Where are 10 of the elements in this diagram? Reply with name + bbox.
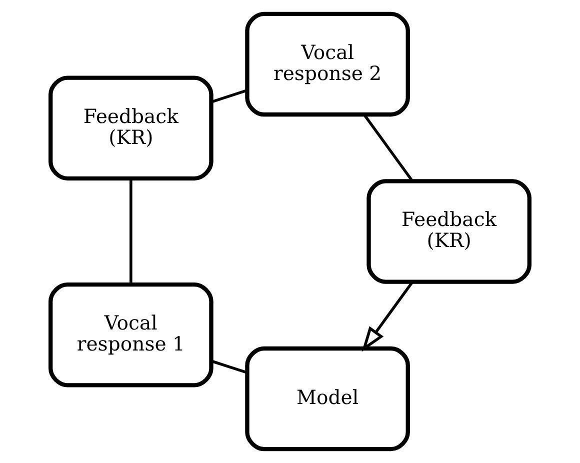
node-box: Vocal response 2 (245, 12, 410, 117)
connector (363, 114, 414, 182)
connector (211, 360, 248, 374)
node-box: Vocal response 1 (48, 282, 214, 388)
node-box: Model (245, 346, 410, 452)
node-box: Feedback (KR) (366, 179, 532, 284)
connector (211, 89, 248, 104)
node-box: Feedback (KR) (48, 76, 214, 180)
arrow (362, 281, 414, 352)
connector (130, 178, 132, 284)
